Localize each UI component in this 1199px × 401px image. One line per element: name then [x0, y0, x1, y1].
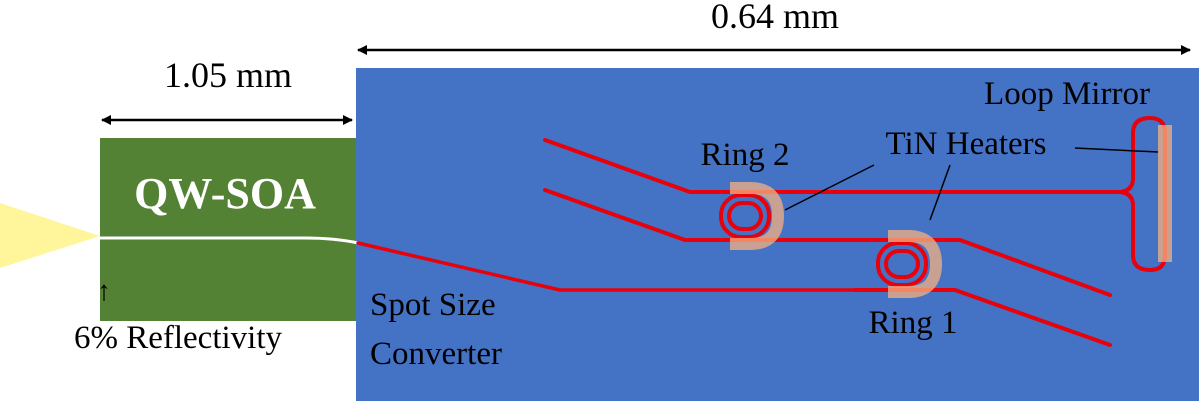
soa-dimension-label: 1.05 mm	[164, 55, 292, 95]
heater-ring-2	[730, 182, 784, 250]
heaters-label: TiN Heaters	[885, 126, 1046, 162]
loop-mirror-label: Loop Mirror	[984, 76, 1150, 112]
soa-block	[100, 138, 356, 321]
middle-bus-waveguide	[543, 188, 1112, 297]
ssc-label-line1: Spot Size	[370, 287, 496, 323]
ssc-label-line2: Converter	[370, 336, 502, 372]
tin-heaters	[730, 125, 1172, 298]
reflectivity-arrow: ↑	[97, 276, 111, 307]
ring-2	[719, 193, 771, 239]
reflectivity-label: 6% Reflectivity	[74, 320, 283, 356]
ring-heater-callout-line	[929, 164, 951, 221]
ring-1-inner	[884, 249, 920, 279]
ssc-waveguide	[356, 241, 857, 292]
input-beam	[0, 203, 100, 268]
upper-bus-waveguide	[543, 138, 1102, 194]
top-dimension-label: 0.64 mm	[711, 0, 839, 36]
soa-label: QW-SOA	[134, 169, 316, 218]
soa-waveguide	[100, 236, 359, 245]
y-junction-lower-waveguide	[1116, 190, 1167, 272]
ring-1	[876, 241, 928, 287]
ring2-callout-line	[784, 164, 875, 211]
ring1-label: Ring 1	[869, 305, 958, 341]
y-junction-waveguide	[1098, 116, 1167, 194]
heater-ring-1	[888, 230, 942, 298]
ring2-label: Ring 2	[701, 137, 790, 173]
loop-heater-callout-line	[1074, 147, 1159, 153]
ring-2-inner	[727, 201, 763, 231]
